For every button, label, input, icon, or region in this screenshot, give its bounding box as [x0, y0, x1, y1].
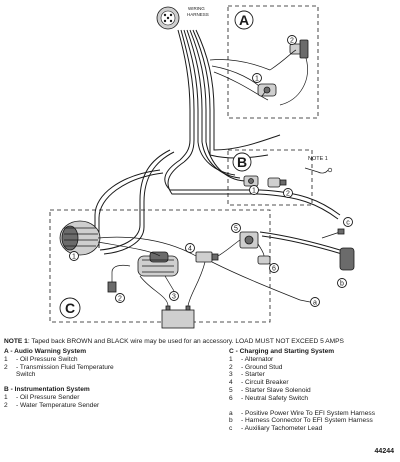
battery: [139, 261, 206, 329]
callout-c4: 4: [188, 246, 192, 253]
legend-item: 2- Ground Stud: [229, 363, 283, 371]
callout-c1: 1: [72, 254, 76, 261]
note-prefix: NOTE 1: [4, 338, 28, 345]
legend-item: 2- Water Temperature Sender: [4, 401, 100, 409]
legend-letter-item: c- Auxiliary Tachometer Lead: [229, 425, 323, 433]
note-line: NOTE 1: Taped back BROWN and BLACK wire …: [4, 338, 396, 346]
harness-plug: [156, 6, 180, 30]
harness-bundle: [94, 29, 343, 255]
legend-item: 1- Oil Pressure Switch: [4, 355, 78, 363]
section-b-box: B 1 2: [227, 149, 313, 206]
legend: NOTE 1: Taped back BROWN and BLACK wire …: [4, 338, 396, 432]
starter: [137, 251, 179, 277]
note-text: : Taped back BROWN and BLACK wire may be…: [27, 338, 344, 345]
oil-pressure-switch: [257, 83, 277, 97]
callout-b2: 2: [286, 191, 290, 198]
svg-text:HARNESS: HARNESS: [187, 12, 209, 17]
section-a-box: A 1 2: [227, 5, 319, 119]
wiring-diagram: WIRING HARNESS: [49, 5, 355, 329]
callout-c3: 3: [172, 294, 176, 301]
letter-b: b: [340, 281, 344, 288]
legend-item: 1- Alternator: [229, 355, 274, 363]
legend-a-title: A - Audio Warning System: [4, 348, 87, 355]
callout-b1: 1: [252, 188, 256, 195]
legend-letter-item: a- Positive Power Wire To EFI System Har…: [229, 409, 375, 417]
starter-slave-solenoid: [239, 231, 259, 249]
callout-c5: 5: [234, 226, 238, 233]
aux-tach-lead: c: [321, 217, 353, 239]
legend-item: 6- Neutral Safety Switch: [229, 394, 309, 402]
callout-a2: 2: [290, 38, 294, 45]
letter-a-marker: a: [299, 297, 320, 307]
legend-left-column: A - Audio Warning System 1- Oil Pressure…: [4, 348, 194, 410]
letter-a: a: [313, 300, 317, 307]
figure-number: 44244: [374, 448, 394, 455]
callout-c6: 6: [272, 266, 276, 273]
section-b-label: B: [237, 154, 247, 170]
section-c-box: C: [49, 209, 271, 323]
wiring-harness-label: WIRING: [188, 6, 205, 11]
legend-item: 5- Starter Slave Solenoid: [229, 386, 311, 394]
callout-c2: 2: [118, 296, 122, 303]
legend-item: 4- Circuit Breaker: [229, 379, 289, 387]
legend-c-title: C - Charging and Starting System: [229, 348, 335, 355]
legend-b-title: B - Instrumentation System: [4, 386, 90, 394]
circuit-breaker: [195, 251, 219, 263]
section-a-label: A: [239, 12, 249, 28]
note1-marker: NOTE 1: [308, 156, 328, 162]
efi-harness-connector: b: [337, 247, 355, 288]
legend-item: 1- Oil Pressure Sender: [4, 393, 80, 401]
ground-stud: [107, 264, 131, 293]
legend-item: 3- Starter: [229, 371, 265, 379]
letter-c: c: [346, 220, 350, 227]
neutral-safety-switch: [257, 255, 271, 265]
section-c-label: C: [65, 300, 75, 316]
callout-a1: 1: [255, 76, 259, 83]
water-temp-sender: [267, 177, 287, 188]
legend-letter-item: b- Harness Connector To EFI System Harne…: [229, 417, 373, 425]
alternator: [59, 220, 101, 256]
oil-pressure-sender: [243, 175, 259, 187]
legend-item: 2- Transmission Fluid Temperature Switch: [4, 363, 114, 379]
legend-right-column: C - Charging and Starting System 1- Alte…: [229, 348, 399, 433]
